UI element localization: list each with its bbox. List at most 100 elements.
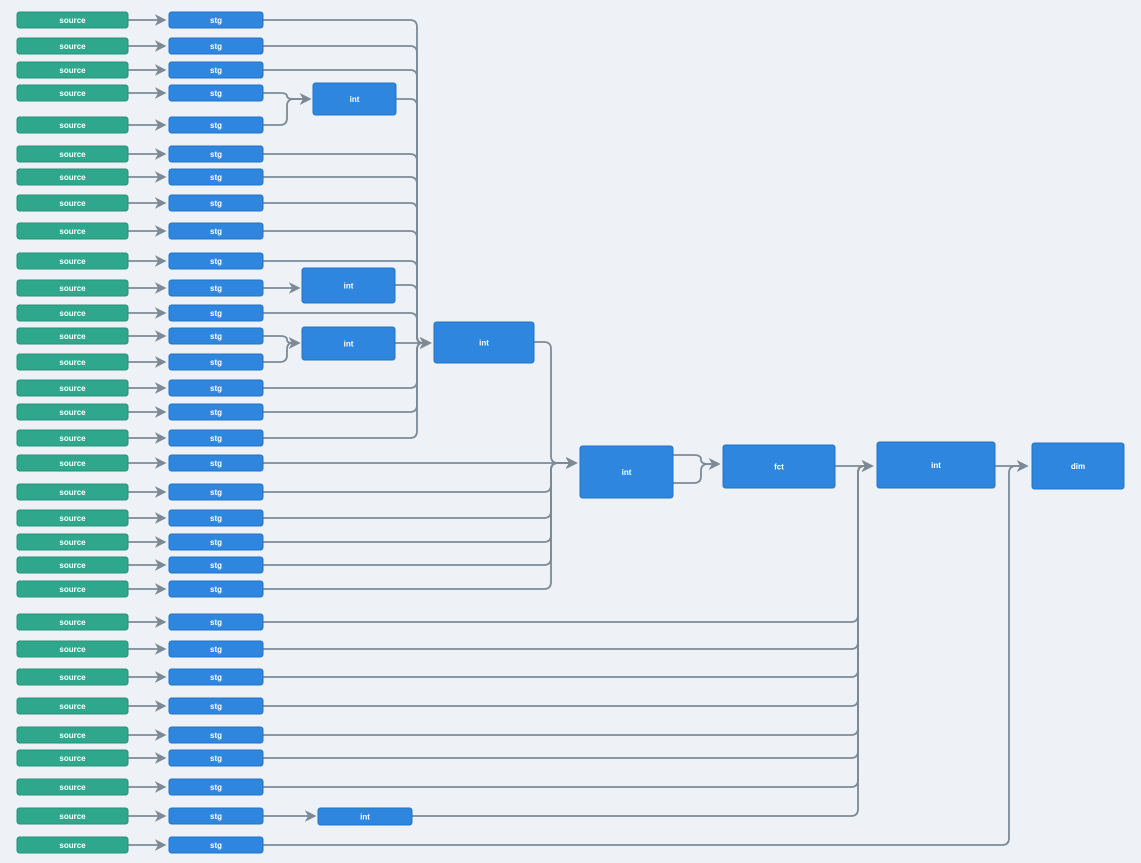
- edge-connector: [263, 460, 874, 707]
- edge-connector: [673, 454, 721, 470]
- stg-node[interactable]: stg: [168, 327, 264, 345]
- node-int-b[interactable]: int: [301, 267, 396, 304]
- stg-node[interactable]: stg: [168, 640, 264, 658]
- source-node[interactable]: source: [16, 37, 129, 55]
- source-node[interactable]: source: [16, 61, 129, 79]
- source-node[interactable]: source: [16, 11, 129, 29]
- node-label: source: [59, 459, 86, 468]
- source-node[interactable]: source: [16, 668, 129, 686]
- node-label: int: [344, 339, 354, 348]
- stg-node[interactable]: stg: [168, 222, 264, 240]
- stg-node[interactable]: stg: [168, 279, 264, 297]
- node-label: source: [59, 332, 86, 341]
- stg-node[interactable]: stg: [168, 580, 264, 598]
- stg-node[interactable]: stg: [168, 807, 264, 825]
- stg-node[interactable]: stg: [168, 533, 264, 551]
- node-label: stg: [210, 257, 222, 266]
- stg-node[interactable]: stg: [168, 778, 264, 796]
- source-node[interactable]: source: [16, 726, 129, 744]
- source-node[interactable]: source: [16, 403, 129, 421]
- stg-node[interactable]: stg: [168, 11, 264, 29]
- node-int-c[interactable]: int: [301, 326, 396, 361]
- node-label: fct: [774, 462, 784, 471]
- source-node[interactable]: source: [16, 145, 129, 163]
- source-node[interactable]: source: [16, 483, 129, 501]
- node-label: stg: [210, 731, 222, 740]
- stg-node[interactable]: stg: [168, 749, 264, 767]
- source-node[interactable]: source: [16, 697, 129, 715]
- node-label: source: [59, 812, 86, 821]
- source-node[interactable]: source: [16, 194, 129, 212]
- stg-node[interactable]: stg: [168, 304, 264, 322]
- source-node[interactable]: source: [16, 807, 129, 825]
- node-label: source: [59, 488, 86, 497]
- stg-node[interactable]: stg: [168, 613, 264, 631]
- source-node[interactable]: source: [16, 222, 129, 240]
- source-node[interactable]: source: [16, 749, 129, 767]
- node-label: source: [59, 384, 86, 393]
- node-dim[interactable]: dim: [1031, 442, 1125, 490]
- node-int-a[interactable]: int: [312, 82, 397, 116]
- source-node[interactable]: source: [16, 778, 129, 796]
- stg-node[interactable]: stg: [168, 483, 264, 501]
- source-node[interactable]: source: [16, 613, 129, 631]
- stg-node[interactable]: stg: [168, 168, 264, 186]
- stg-node[interactable]: stg: [168, 84, 264, 102]
- stg-node[interactable]: stg: [168, 454, 264, 472]
- node-label: source: [59, 841, 86, 850]
- stg-node[interactable]: stg: [168, 697, 264, 715]
- stg-node[interactable]: stg: [168, 668, 264, 686]
- source-node[interactable]: source: [16, 353, 129, 371]
- source-node[interactable]: source: [16, 379, 129, 397]
- stg-node[interactable]: stg: [168, 429, 264, 447]
- stg-node[interactable]: stg: [168, 37, 264, 55]
- node-label: source: [59, 358, 86, 367]
- stg-node[interactable]: stg: [168, 379, 264, 397]
- stg-node[interactable]: stg: [168, 509, 264, 527]
- source-node[interactable]: source: [16, 836, 129, 854]
- node-label: source: [59, 42, 86, 51]
- node-label: stg: [210, 173, 222, 182]
- node-fct[interactable]: fct: [722, 444, 836, 489]
- source-node[interactable]: source: [16, 580, 129, 598]
- source-node[interactable]: source: [16, 533, 129, 551]
- node-int-bottom[interactable]: int: [317, 807, 413, 826]
- source-node[interactable]: source: [16, 640, 129, 658]
- node-label: source: [59, 227, 86, 236]
- node-label: stg: [210, 121, 222, 130]
- source-node[interactable]: source: [16, 429, 129, 447]
- edge-connector: [263, 460, 874, 788]
- source-node[interactable]: source: [16, 509, 129, 527]
- stg-node[interactable]: stg: [168, 145, 264, 163]
- node-label: source: [59, 121, 86, 130]
- node-int-join[interactable]: int: [433, 321, 535, 364]
- node-label: stg: [210, 702, 222, 711]
- source-node[interactable]: source: [16, 116, 129, 134]
- node-int-mid[interactable]: int: [579, 445, 674, 499]
- node-label: stg: [210, 434, 222, 443]
- source-node[interactable]: source: [16, 168, 129, 186]
- source-node[interactable]: source: [16, 84, 129, 102]
- node-label: stg: [210, 514, 222, 523]
- stg-node[interactable]: stg: [168, 836, 264, 854]
- stg-node[interactable]: stg: [168, 353, 264, 371]
- stg-node[interactable]: stg: [168, 194, 264, 212]
- source-node[interactable]: source: [16, 556, 129, 574]
- stg-node[interactable]: stg: [168, 556, 264, 574]
- edge-connector: [263, 460, 874, 623]
- stg-node[interactable]: stg: [168, 726, 264, 744]
- node-label: stg: [210, 645, 222, 654]
- stg-node[interactable]: stg: [168, 252, 264, 270]
- stg-node[interactable]: stg: [168, 116, 264, 134]
- stg-node[interactable]: stg: [168, 61, 264, 79]
- node-int-right[interactable]: int: [876, 441, 996, 489]
- source-node[interactable]: source: [16, 279, 129, 297]
- node-label: stg: [210, 812, 222, 821]
- source-node[interactable]: source: [16, 304, 129, 322]
- source-node[interactable]: source: [16, 327, 129, 345]
- stg-node[interactable]: stg: [168, 403, 264, 421]
- source-node[interactable]: source: [16, 454, 129, 472]
- node-label: stg: [210, 408, 222, 417]
- source-node[interactable]: source: [16, 252, 129, 270]
- edge-connector: [263, 457, 578, 493]
